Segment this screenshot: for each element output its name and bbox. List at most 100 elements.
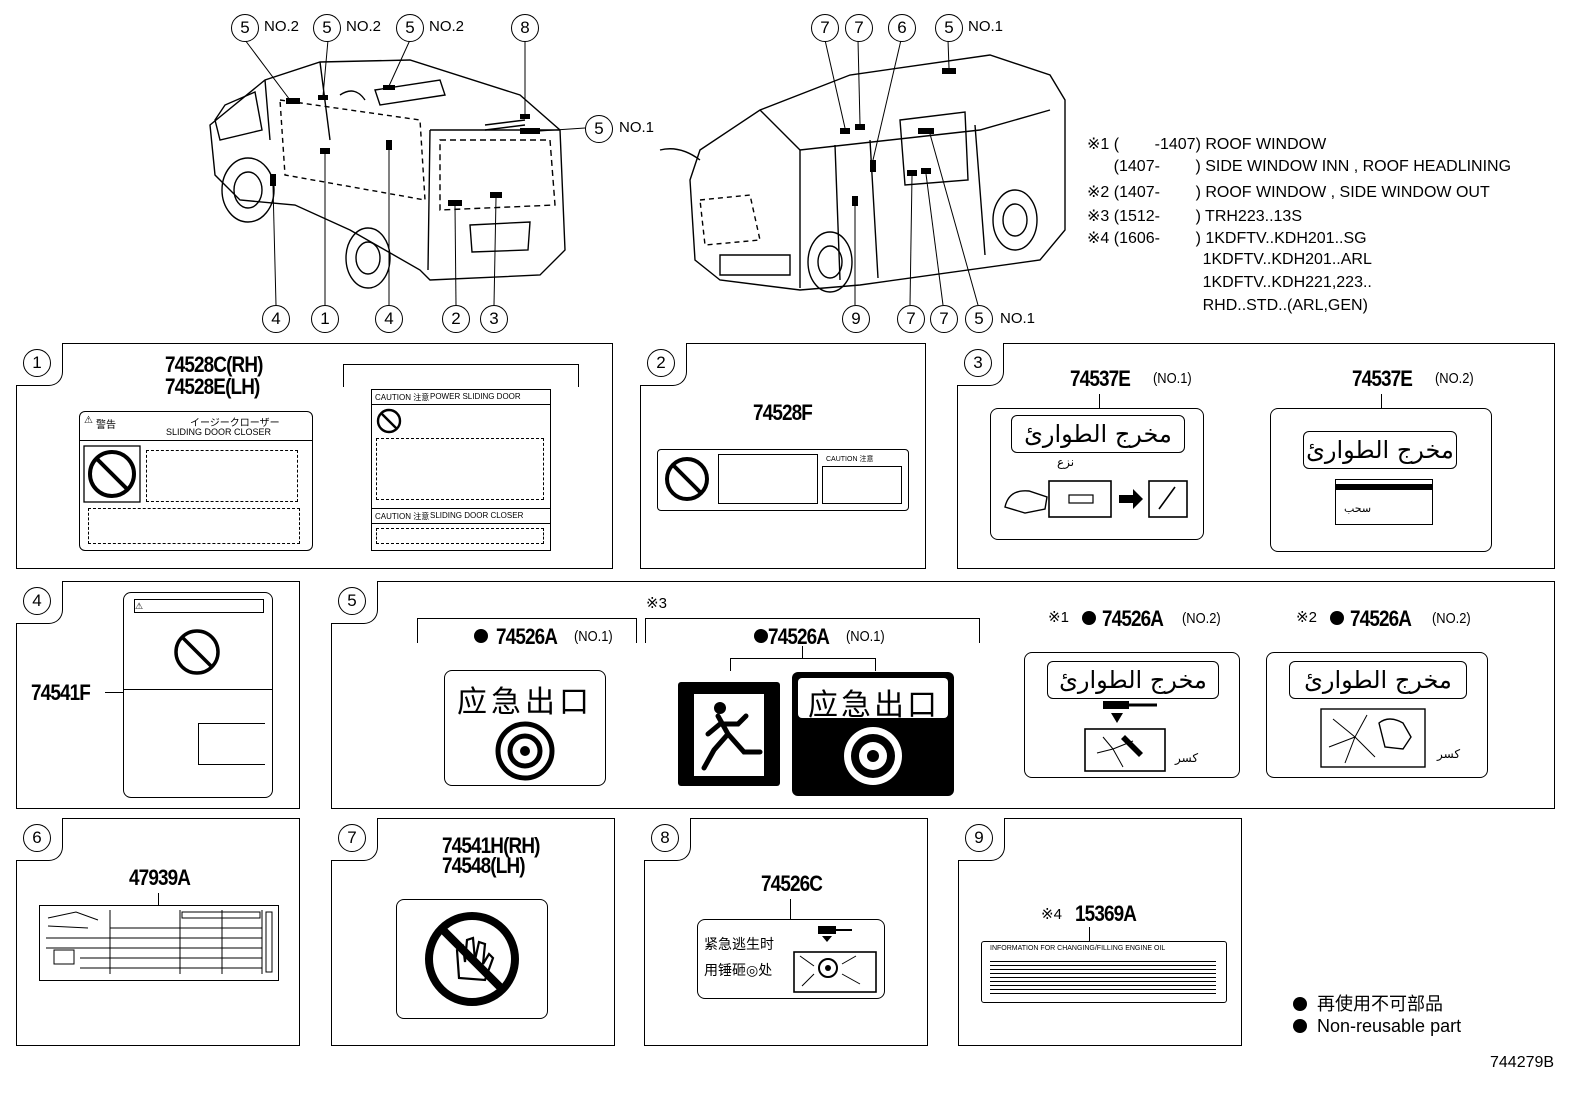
label-sliding-door-closer: ⚠ 警告 イージークローザー SLIDING DOOR CLOSER [79, 411, 313, 551]
callout-7: 7 [897, 305, 925, 333]
panel-4: 4 74541F ⚠ [16, 581, 300, 809]
part-tag: (NO.2) [1432, 610, 1471, 627]
legend-non-reusable-jp: 再使用不可部品 [1293, 990, 1443, 1016]
part-tag: (NO.2) [1435, 370, 1474, 387]
callout-5: 5 [231, 14, 259, 42]
arabic-emergency-exit: مخرج الطوارئ [1011, 415, 1185, 453]
part-number: 74526A [1102, 606, 1164, 631]
callout-tag: NO.2 [264, 18, 300, 35]
leader-line [802, 646, 803, 658]
callout-3: 3 [480, 305, 508, 333]
non-reusable-dot [1330, 611, 1344, 625]
label-warn: 警告 [96, 420, 116, 431]
arabic-emergency-exit: مخرج الطوارئ [1303, 431, 1457, 469]
leader-line [790, 899, 791, 919]
callout-tag: NO.1 [968, 18, 1004, 35]
arabic-emergency-exit: مخرج الطوارئ [1289, 661, 1467, 699]
part-number: 74537E [1352, 366, 1413, 391]
panel-tab: 7 [331, 818, 378, 861]
label-74537e-no1: مخرج الطوارئ نزع [990, 408, 1204, 540]
leader-line [1089, 927, 1090, 941]
fist-break-icon [1320, 708, 1426, 768]
callout-8: 8 [511, 14, 539, 42]
part-number: 74528C(RH) [165, 352, 263, 377]
part-tag: (NO.1) [1153, 370, 1192, 387]
part-number: 74528E(LH) [165, 374, 260, 399]
callout-7: 7 [930, 305, 958, 333]
leader-line [1381, 394, 1382, 408]
note-line: ※2 (1407- ) ROOF WINDOW , SIDE WINDOW OU… [1087, 184, 1490, 201]
ref-3: ※3 [646, 595, 667, 612]
bracket-line [417, 618, 637, 643]
callout-5: 5 [396, 14, 424, 42]
panel-number: 8 [651, 824, 679, 852]
label-47939a [39, 905, 279, 981]
label-74526a-no2-hammer: مخرج الطوارئ كسر [1024, 652, 1240, 778]
no-hand-icon [425, 912, 519, 1006]
bracket-line [645, 618, 980, 643]
note-line: (1407- ) SIDE WINDOW INN , ROOF HEADLINI… [1087, 158, 1512, 175]
legend-non-reusable-en: Non-reusable part [1293, 1016, 1461, 1037]
dark-strip [1336, 484, 1432, 490]
figure-id: 744279B [1490, 1054, 1555, 1071]
callout-1: 1 [311, 305, 339, 333]
text-placeholder [718, 454, 818, 504]
panel-tab: 4 [16, 581, 63, 624]
callout-5: 5 [585, 115, 613, 143]
callout-tag: NO.2 [429, 18, 465, 35]
panel-number: 4 [23, 587, 51, 615]
callout-5: 5 [313, 14, 341, 42]
callout-6: 6 [888, 14, 916, 42]
panel-3: 3 74537E (NO.1) 74537E (NO.2) مخرج الطوا… [957, 343, 1555, 569]
caution-text: CAUTION 注意 [375, 512, 430, 521]
note-line: 1KDFTV..KDH201..ARL [1087, 251, 1372, 268]
part-number: 74526A [496, 624, 558, 649]
part-tag: (NO.2) [1182, 610, 1221, 627]
label-74537e-no2: مخرج الطوارئ سحب [1270, 408, 1492, 552]
panel-number: 1 [23, 349, 51, 377]
label-74526a-no2-fist: مخرج الطوارئ كسر [1266, 652, 1488, 778]
arabic-pull: سحب [1344, 503, 1372, 515]
panel-tab: 6 [16, 818, 63, 861]
non-reusable-dot [1082, 611, 1096, 625]
chinese-line-2: 用锤砸◎处 [704, 963, 773, 979]
part-tag: (NO.1) [846, 628, 885, 645]
callout-5: 5 [935, 14, 963, 42]
label-header: CAUTION 注意 SLIDING DOOR CLOSER [372, 508, 550, 524]
label-engine-oil-info: INFORMATION FOR CHANGING/FILLING ENGINE … [981, 941, 1227, 1003]
panel-number: 9 [965, 824, 993, 852]
exit-pictogram-panel [678, 682, 780, 786]
pull-strip-icon: سحب [1335, 479, 1433, 525]
leader-line [1099, 394, 1100, 408]
legend-text: 再使用不可部品 [1317, 994, 1443, 1014]
part-number: 74526A [1350, 606, 1412, 631]
callout-7: 7 [845, 14, 873, 42]
leader-line [105, 692, 123, 693]
panel-tab: 9 [958, 818, 1005, 861]
closer-text: SLIDING DOOR CLOSER [430, 511, 524, 520]
callout-tag: NO.1 [1000, 310, 1036, 327]
no-hand-icon [376, 408, 402, 434]
engine-oil-title: INFORMATION FOR CHANGING/FILLING ENGINE … [990, 945, 1166, 952]
callout-2: 2 [442, 305, 470, 333]
ref-1: ※1 [1048, 609, 1069, 626]
chinese-line-1: 紧急逃生时 [704, 937, 774, 953]
pull-handle-icon [1004, 480, 1188, 518]
label-74526c: 紧急逃生时 用锤砸◎处 [697, 919, 885, 999]
note-line: ※3 (1512- ) TRH223..13S [1087, 208, 1302, 225]
part-number: 74537E [1070, 366, 1131, 391]
hammer-break-icon [1084, 701, 1166, 772]
label-power-sliding-door: CAUTION 注意 POWER SLIDING DOOR CAUTION 注意… [371, 389, 551, 551]
label-header: CAUTION 注意 POWER SLIDING DOOR [372, 390, 550, 405]
panel-tab: 3 [957, 343, 1004, 386]
panel-9: 9 ※4 15369A INFORMATION FOR CHANGING/FIL… [958, 818, 1242, 1046]
ref-4: ※4 [1041, 906, 1062, 923]
bracket-line [343, 364, 579, 387]
caution-text: CAUTION 注意 [826, 456, 874, 463]
text-placeholder [88, 508, 300, 544]
panel-tab: 8 [644, 818, 691, 861]
callout-9: 9 [842, 305, 870, 333]
tire-info-table [46, 910, 273, 974]
